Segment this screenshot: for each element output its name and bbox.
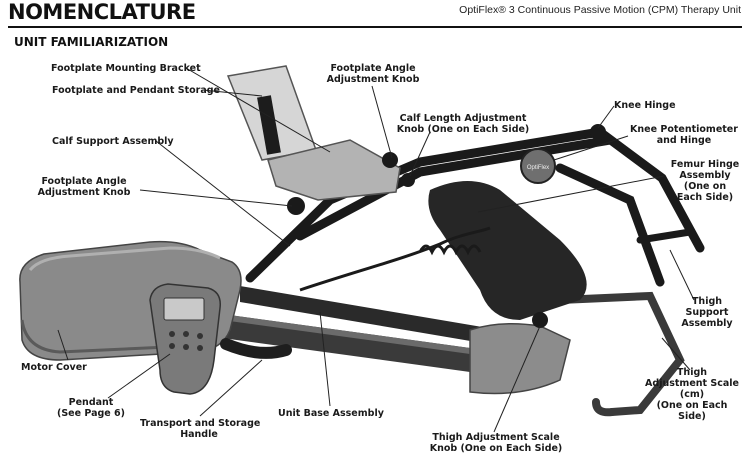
footplate-angle-knob-top xyxy=(382,152,398,168)
label-footplate-angle-knob-left: Footplate Angle Adjustment Knob xyxy=(37,176,131,198)
device-brand: OptiFlex xyxy=(527,165,549,171)
label-calf-length-knob: Calf Length Adjustment Knob (One on Each… xyxy=(396,113,530,135)
label-motor-cover: Motor Cover xyxy=(21,362,87,373)
thigh-adjust-knob xyxy=(532,312,548,328)
calf-length-knob xyxy=(401,173,415,187)
thigh-support-assembly xyxy=(555,127,705,417)
label-footplate-pendant-storage: Footplate and Pendant Storage xyxy=(52,85,220,96)
label-thigh-adjustment-scale-knob: Thigh Adjustment Scale Knob (One on Each… xyxy=(429,432,563,454)
label-footplate-angle-knob-top: Footplate Angle Adjustment Knob xyxy=(326,63,420,85)
coiled-cable xyxy=(299,226,491,292)
page-title: NOMENCLATURE xyxy=(8,0,196,24)
label-calf-support-assembly: Calf Support Assembly xyxy=(52,136,174,147)
label-thigh-adjustment-scale: Thigh Adjustment Scale (cm) (One on Each… xyxy=(645,367,739,422)
section-title: UNIT FAMILIARIZATION xyxy=(14,35,169,49)
footplate xyxy=(226,65,401,201)
label-femur-hinge-assembly: Femur Hinge Assembly (One on Each Side) xyxy=(670,159,740,203)
knee-potentiometer xyxy=(520,148,556,184)
transport-storage-handle xyxy=(220,338,292,359)
leader-lines xyxy=(57,67,695,433)
label-knee-hinge: Knee Hinge xyxy=(614,100,676,111)
label-pendant: Pendant (See Page 6) xyxy=(57,397,125,419)
label-footplate-mounting-bracket: Footplate Mounting Bracket xyxy=(51,63,201,74)
footplate-angle-knob-left xyxy=(287,197,305,215)
label-thigh-support-assembly: Thigh Support Assembly xyxy=(681,296,733,329)
pendant xyxy=(149,283,221,395)
document-subtitle: OptiFlex® 3 Continuous Passive Motion (C… xyxy=(459,4,741,16)
femur-hinge-plate xyxy=(428,181,587,320)
label-unit-base-assembly: Unit Base Assembly xyxy=(278,408,384,419)
thigh-cradle xyxy=(469,323,571,395)
label-transport-storage-handle: Transport and Storage Handle xyxy=(140,418,261,440)
label-knee-potentiometer: Knee Potentiometer and Hinge xyxy=(630,124,738,146)
knee-hinge xyxy=(590,124,606,140)
header-rule xyxy=(8,26,742,28)
